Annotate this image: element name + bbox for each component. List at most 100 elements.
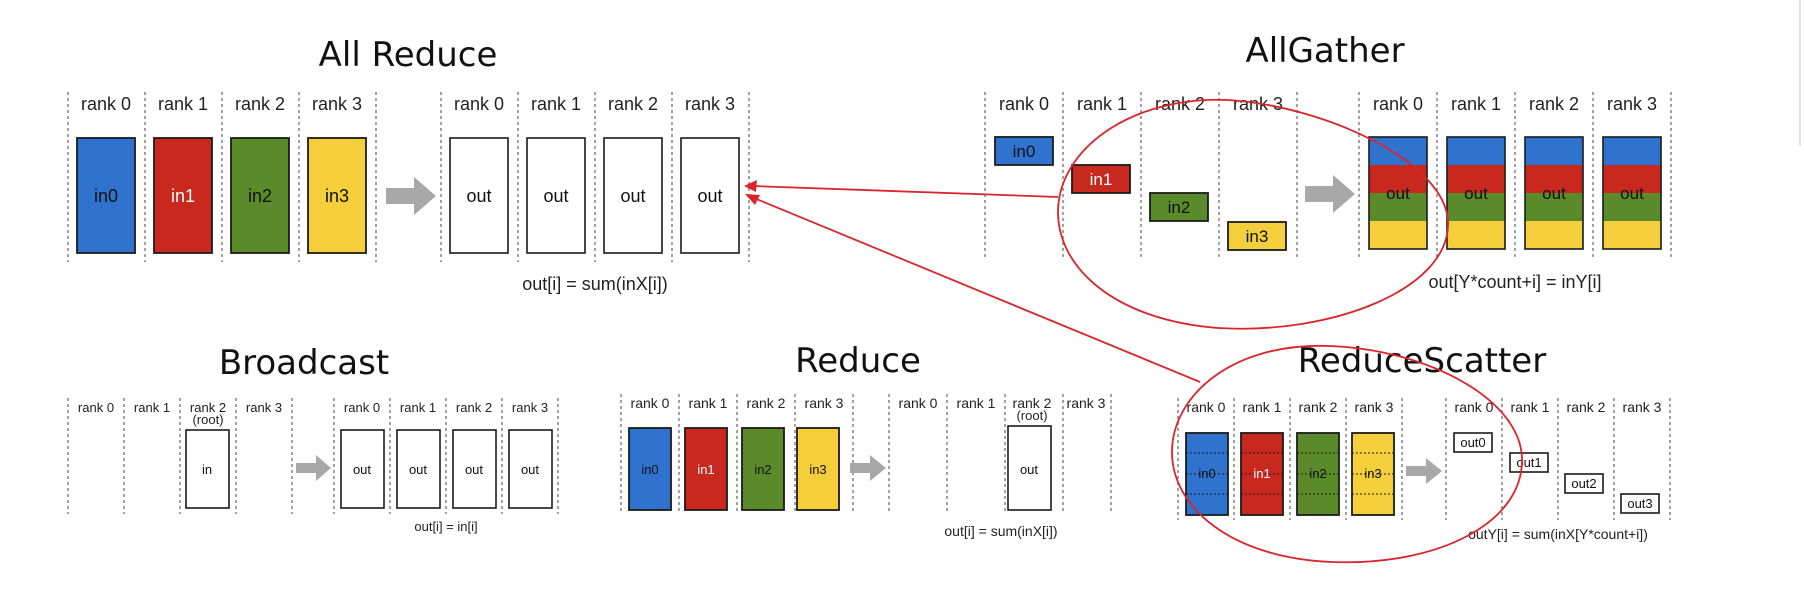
reduce-gridlines	[620, 394, 1112, 514]
reduce-scatter-gridlines	[1177, 398, 1671, 520]
reduce-scatter-panel: ReduceScatter rank 0 rank 1 rank 2 rank …	[1177, 341, 1671, 542]
out-label: out	[697, 186, 722, 206]
broadcast-title: Broadcast	[219, 343, 389, 383]
in1-block	[153, 137, 213, 254]
in1-block	[684, 427, 728, 511]
in0-block	[994, 136, 1054, 166]
out1-label: out1	[1516, 455, 1541, 470]
out-block	[526, 137, 586, 254]
out-block	[452, 429, 497, 509]
rank-label: rank 3	[685, 94, 735, 114]
annotations	[744, 99, 1523, 564]
out2-block	[1564, 473, 1604, 494]
rank-label: rank 3	[1623, 399, 1662, 415]
all-reduce-panel: All Reduce rank 0 rank 1 rank 2 rank 3 r…	[67, 35, 750, 294]
rank-label: rank 3	[1355, 399, 1394, 415]
rank-label: rank 0	[1373, 94, 1423, 114]
rank-label: rank 2	[608, 94, 658, 114]
in2-label: in2	[248, 186, 272, 206]
rank-label: rank 3	[512, 400, 548, 415]
in2-block	[230, 137, 290, 254]
out-label: out	[409, 462, 427, 477]
out-label: out	[543, 186, 568, 206]
rank-label: rank 2	[1529, 94, 1579, 114]
out-label: out	[465, 462, 483, 477]
rank-label: rank 0	[899, 395, 938, 411]
out0-label: out0	[1460, 435, 1485, 450]
transform-arrow	[386, 177, 436, 215]
reduce-scatter-title: ReduceScatter	[1298, 341, 1546, 381]
rank-label: rank 0	[999, 94, 1049, 114]
out3-label: out3	[1627, 496, 1652, 511]
broadcast-formula: out[i] = in[i]	[414, 519, 477, 534]
rank-label: rank 2	[1567, 399, 1606, 415]
gathered-output-rank0	[1368, 136, 1428, 250]
out-label: out	[466, 186, 491, 206]
transform-arrow	[850, 455, 886, 481]
all-gather-title: AllGather	[1245, 31, 1404, 71]
in2-label: in2	[754, 462, 771, 477]
in3-label: in3	[809, 462, 826, 477]
in3-block	[307, 137, 367, 254]
rank-label: rank 0	[78, 400, 114, 415]
out-block	[449, 137, 509, 254]
out-label: out	[1020, 462, 1038, 477]
gathered-output-rank2	[1524, 136, 1584, 250]
transform-arrow	[1406, 458, 1442, 484]
out-block	[680, 137, 740, 254]
in2-label: in2	[1309, 466, 1326, 481]
rank-label: rank 1	[1511, 399, 1550, 415]
all-reduce-gridlines	[67, 92, 750, 262]
out0-block	[1453, 432, 1493, 453]
all-reduce-formula: out[i] = sum(inX[i])	[522, 274, 668, 294]
in-label: in	[202, 462, 212, 477]
out-label: out	[1386, 184, 1410, 203]
out1-block	[1509, 452, 1549, 473]
rank-label: rank 2	[1155, 94, 1205, 114]
rank-label: rank 3	[1607, 94, 1657, 114]
rank-label: rank 0	[344, 400, 380, 415]
in0-label: in0	[94, 186, 118, 206]
in-block	[185, 429, 230, 509]
transform-arrow	[296, 455, 331, 481]
in3-label: in3	[1364, 466, 1381, 481]
rank-label: rank 0	[1455, 399, 1494, 415]
rank-label: rank 0	[1187, 399, 1226, 415]
rank-label: rank 3	[1067, 395, 1106, 411]
rank-label: rank 1	[400, 400, 436, 415]
rank-label: rank 1	[1077, 94, 1127, 114]
reduce-formula: out[i] = sum(inX[i])	[944, 523, 1057, 539]
in2-label: in2	[1168, 198, 1191, 217]
in3-block	[1351, 432, 1395, 516]
rank-label: rank 2	[190, 400, 226, 415]
all-reduce-title: All Reduce	[319, 35, 498, 75]
rank-label: rank 1	[1243, 399, 1282, 415]
rank-label: rank 3	[246, 400, 282, 415]
all-gather-formula: out[Y*count+i] = inY[i]	[1428, 272, 1601, 292]
in3-block	[796, 427, 840, 511]
all-gather-gridlines	[984, 92, 1672, 258]
out-block	[508, 429, 553, 509]
rank-label: rank 2	[1299, 399, 1338, 415]
in3-block	[1227, 221, 1287, 251]
all-gather-circle-annotation	[1057, 99, 1449, 330]
rank-label: rank 0	[454, 94, 504, 114]
in0-label: in0	[1013, 142, 1036, 161]
root-label: (root)	[192, 412, 223, 427]
reduce-scatter-formula: outY[i] = sum(inX[Y*count+i])	[1468, 526, 1648, 542]
in0-label: in0	[641, 462, 658, 477]
out-label: out	[1620, 184, 1644, 203]
out-block	[603, 137, 663, 254]
in1-block	[1240, 432, 1284, 516]
rank-label: rank 2	[1013, 395, 1052, 411]
out3-block	[1620, 493, 1660, 514]
in1-label: in1	[1253, 466, 1270, 481]
in3-label: in3	[1246, 227, 1269, 246]
reduce-panel: Reduce rank 0 rank 1 rank 2 rank 3 rank …	[620, 341, 1112, 539]
rank-label: rank 2	[747, 395, 786, 411]
transform-arrow	[1305, 175, 1355, 213]
in0-block	[76, 137, 136, 254]
rank-label: rank 1	[531, 94, 581, 114]
in3-label: in3	[325, 186, 349, 206]
